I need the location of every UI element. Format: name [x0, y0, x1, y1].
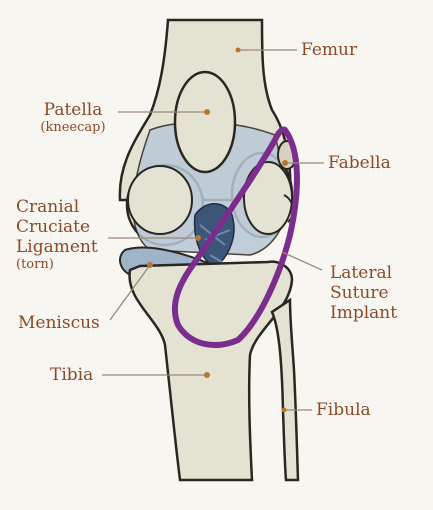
label-lateral-line3: Implant	[330, 303, 397, 323]
label-fabella: Fabella	[328, 153, 391, 173]
medial-condyle-front	[128, 166, 192, 234]
label-patella: Patella	[28, 100, 118, 120]
label-lateral-line1: Lateral	[330, 263, 397, 283]
label-ccl-line2: Cruciate	[16, 217, 98, 237]
label-ccl-line3: Ligament	[16, 237, 98, 257]
label-lateral-group: Lateral Suture Implant	[330, 263, 397, 323]
fibula-bone	[272, 300, 298, 480]
label-ccl-group: Cranial Cruciate Ligament (torn)	[16, 197, 98, 273]
label-meniscus: Meniscus	[18, 313, 100, 333]
label-patella-sub: (kneecap)	[28, 120, 118, 136]
label-patella-group: Patella (kneecap)	[28, 100, 118, 136]
label-femur: Femur	[301, 40, 357, 60]
label-lateral-line2: Suture	[330, 283, 397, 303]
label-fibula: Fibula	[316, 400, 371, 420]
label-ccl-line1: Cranial	[16, 197, 98, 217]
patella-bone	[175, 72, 235, 172]
label-ccl-sub: (torn)	[16, 257, 98, 273]
label-tibia: Tibia	[50, 365, 93, 385]
